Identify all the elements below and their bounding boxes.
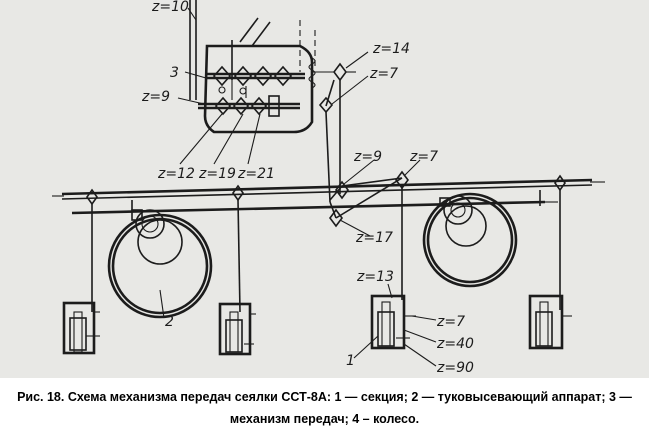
- label-z17: z=17: [355, 230, 393, 246]
- fertilizer-apparatus-right: [422, 192, 518, 288]
- label-part-1: 1: [346, 353, 355, 369]
- seeding-section-1: [62, 301, 100, 355]
- label-part-3: 3: [170, 65, 179, 81]
- spring: [308, 57, 316, 89]
- sprocket-z14: [312, 62, 356, 194]
- label-z13: z=13: [356, 269, 394, 285]
- scan-background: [0, 0, 649, 378]
- label-z21: z=21: [237, 166, 275, 182]
- label-z12: z=12: [157, 166, 195, 182]
- seeding-section-4: [528, 294, 572, 350]
- label-z7-mid: z=7: [409, 149, 438, 165]
- seeding-section-3: [370, 294, 416, 350]
- gear-row-upper: [212, 65, 293, 87]
- label-z7-top: z=7: [369, 66, 398, 82]
- label-part-2: 2: [165, 314, 174, 330]
- label-z14: z=14: [372, 41, 410, 57]
- label-z7-low: z=7: [436, 314, 465, 330]
- gearbox-mechanism: [198, 44, 316, 134]
- sprocket-z7-top: [318, 96, 334, 203]
- leader-lines: [159, 7, 437, 367]
- chain-drive: [329, 177, 403, 219]
- label-z10: z=10: [151, 0, 189, 15]
- label-z9-mid: z=9: [353, 149, 382, 165]
- label-z9-left: z=9: [141, 89, 170, 105]
- caption-line-2: механизм передач; 4 – колесо.: [229, 412, 420, 426]
- label-z19: z=19: [198, 166, 236, 182]
- caption-line-1: Рис. 18. Схема механизма передач сеялки …: [17, 390, 632, 404]
- main-shaft: [52, 178, 605, 200]
- fertilizer-apparatus-left: [107, 209, 213, 319]
- gear-row-lower: [214, 95, 280, 117]
- label-z90: z=90: [436, 360, 474, 376]
- label-z40: z=40: [436, 336, 474, 352]
- lower-shaft: [71, 200, 558, 215]
- seeding-section-2: [218, 302, 256, 356]
- figure-caption: Рис. 18. Схема механизма передач сеялки …: [6, 386, 643, 430]
